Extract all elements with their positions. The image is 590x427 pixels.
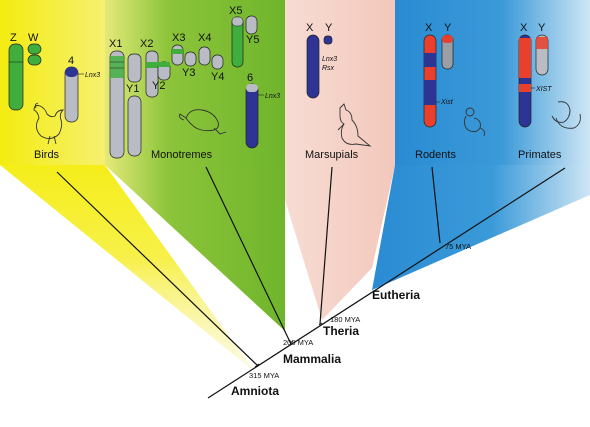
chromosome-label-x4: X4 bbox=[198, 32, 211, 44]
chromosome-label-x-prim: X bbox=[520, 22, 528, 34]
chromosome-y5 bbox=[245, 15, 258, 35]
monotremes-region bbox=[105, 0, 286, 332]
gene-label-lnx3: Lnx3 bbox=[85, 72, 100, 79]
branch-monotremes bbox=[205, 166, 292, 345]
node-label-mammalia: Mammalia bbox=[283, 352, 341, 366]
chromosome-label-z: Z bbox=[10, 32, 17, 44]
gene-label-lnx3-mono: Lnx3 bbox=[265, 93, 280, 100]
chromosome-6 bbox=[245, 83, 259, 149]
marsupials-chromosomes: X Y Lnx3 Rsx bbox=[306, 22, 337, 99]
node-ticks bbox=[254, 322, 323, 368]
birds-chromosomes: Z W 4 Lnx3 bbox=[8, 32, 100, 123]
chromosome-x3 bbox=[171, 44, 184, 66]
monotremes-chromosomes: X1 Y1 X2 Y2 X3 Y3 X4 Y4 X5 Y5 6 Lnx3 bbox=[109, 5, 280, 159]
primates-chromosomes: X XIST Y bbox=[518, 22, 552, 128]
chromosome-x-mars bbox=[306, 34, 320, 99]
mouse-icon bbox=[463, 107, 485, 137]
chromosome-y1 bbox=[127, 53, 142, 83]
chromosome-w bbox=[27, 43, 42, 55]
chromosome-label-4: 4 bbox=[68, 55, 74, 67]
chromosome-z bbox=[8, 43, 24, 111]
time-mammalia: 200 MYA bbox=[283, 338, 313, 347]
marsupials-region bbox=[285, 0, 395, 320]
baby-icon bbox=[551, 101, 581, 129]
chromosome-label-w: W bbox=[28, 32, 39, 44]
platypus-icon bbox=[179, 109, 227, 135]
node-label-eutheria: Eutheria bbox=[372, 288, 420, 302]
chromosome-label-x-rod: X bbox=[425, 22, 433, 34]
kangaroo-icon bbox=[337, 103, 372, 147]
chromosome-label-x5: X5 bbox=[229, 5, 242, 17]
chromosome-label-y-prim: Y bbox=[538, 22, 546, 34]
chromosome-y3 bbox=[184, 51, 197, 67]
chromosome-label-x2: X2 bbox=[140, 38, 153, 50]
group-label-monotremes: Monotremes bbox=[151, 149, 213, 161]
chromosome-label-y-rod: Y bbox=[444, 22, 452, 34]
gene-label-xist-rod: Xist bbox=[440, 99, 454, 106]
rodents-chromosomes: X Xist Y bbox=[423, 22, 454, 128]
chromosome-label-6: 6 bbox=[247, 72, 253, 84]
time-theria: 180 MYA bbox=[330, 315, 360, 324]
branch-rodents bbox=[431, 166, 441, 244]
group-label-primates: Primates bbox=[518, 149, 562, 161]
tree-trunk bbox=[207, 167, 566, 399]
chicken-icon bbox=[33, 102, 65, 145]
chromosome-label-y-mars: Y bbox=[325, 22, 333, 34]
chromosome-label-x3: X3 bbox=[172, 32, 185, 44]
time-eutheria: 75 MYA bbox=[445, 242, 471, 251]
node-label-theria: Theria bbox=[323, 324, 359, 338]
chromosome-label-y4: Y4 bbox=[211, 71, 224, 83]
chromosome-y4 bbox=[211, 54, 224, 70]
gene-label-lnx3-mars: Lnx3 bbox=[322, 56, 337, 63]
group-label-birds: Birds bbox=[34, 149, 60, 161]
chromosome-label-y1: Y1 bbox=[126, 83, 139, 95]
group-label-marsupials: Marsupials bbox=[305, 149, 359, 161]
phylogeny-tree bbox=[56, 166, 566, 399]
chromosome-label-x1: X1 bbox=[109, 38, 122, 50]
group-label-rodents: Rodents bbox=[415, 149, 456, 161]
chromosome-label-y5: Y5 bbox=[246, 34, 259, 46]
chromosome-x4 bbox=[198, 46, 211, 66]
time-amniota: 315 MYA bbox=[249, 371, 279, 380]
branch-birds bbox=[56, 171, 259, 367]
node-label-amniota: Amniota bbox=[231, 384, 279, 398]
chromosome-label-y2: Y2 bbox=[152, 80, 165, 92]
gene-label-xist-prim: XIST bbox=[535, 86, 552, 93]
eutheria-region bbox=[372, 0, 590, 290]
chromosome-y-mars bbox=[323, 35, 333, 45]
chromosome-label-y3: Y3 bbox=[182, 67, 195, 79]
gene-label-rsx: Rsx bbox=[322, 65, 335, 72]
branch-marsupials bbox=[319, 166, 333, 325]
chromosome-label-x-mars: X bbox=[306, 22, 314, 34]
